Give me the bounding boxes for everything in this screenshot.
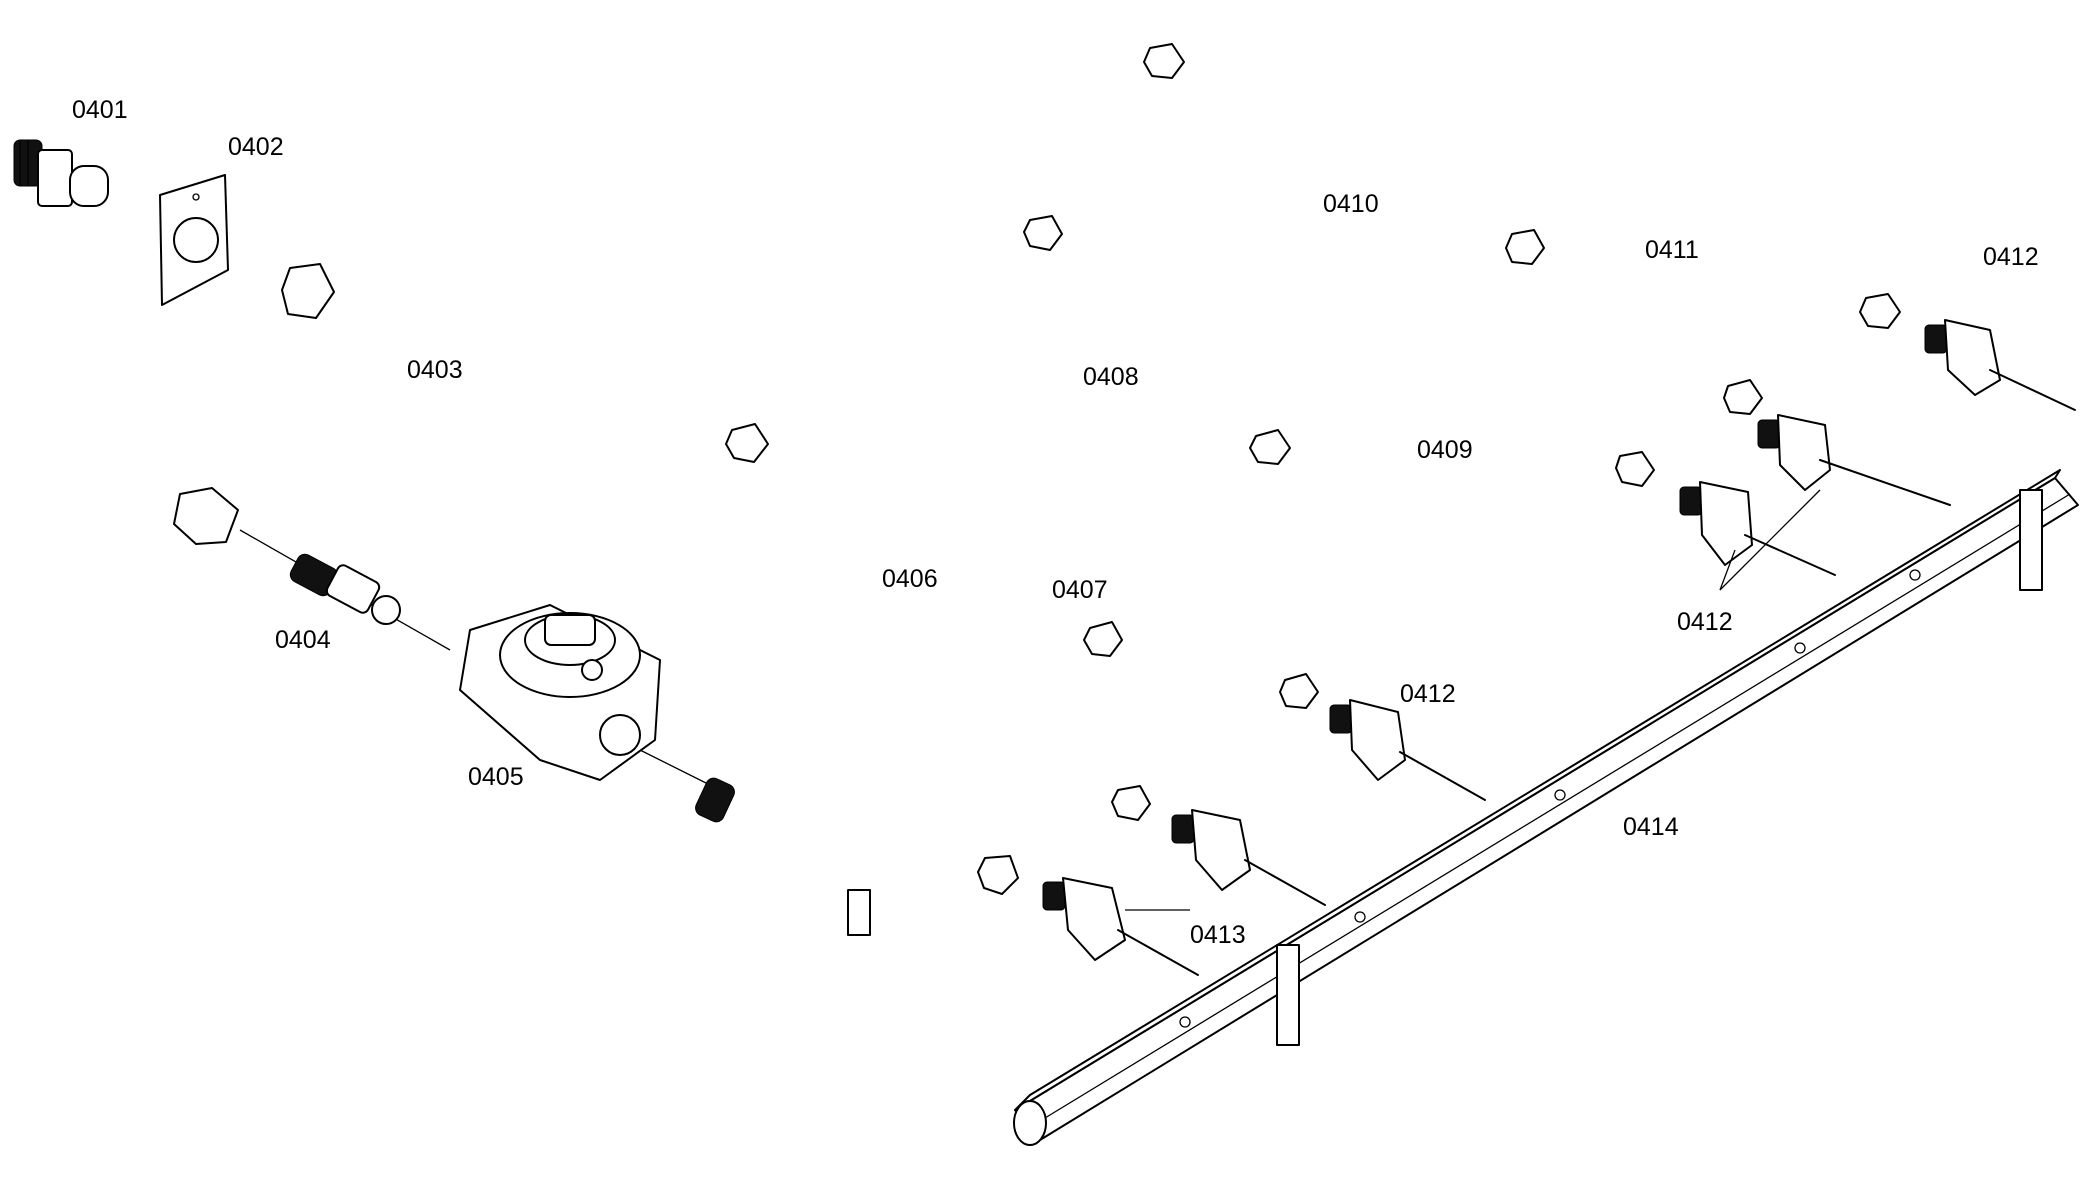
label-0410: 0410: [1323, 190, 1379, 218]
part-0407-pipe: [1050, 614, 1154, 821]
label-0403: 0403: [407, 356, 463, 384]
part-0413-valve-upper: [1171, 809, 1326, 906]
part-0410-pipe: [1131, 43, 1763, 415]
label-0412-top: 0412: [1983, 243, 2039, 271]
label-0408: 0408: [1083, 363, 1139, 391]
part-0411-pipe: [1486, 229, 1901, 329]
part-0401-fitting: [13, 139, 109, 207]
label-0402: 0402: [228, 133, 284, 161]
part-0403-flex-hose: [137, 263, 376, 545]
label-0414: 0414: [1623, 813, 1679, 841]
label-0412-center: 0412: [1400, 680, 1456, 708]
part-0412-valve-mid-upper: [1757, 414, 1951, 506]
label-0411: 0411: [1645, 236, 1699, 264]
label-0401: 0401: [72, 96, 128, 124]
label-0406: 0406: [882, 565, 938, 593]
part-0412-valve-mid-lower: [1679, 481, 1836, 591]
part-main-tube: [695, 777, 1114, 1073]
label-0404: 0404: [275, 626, 331, 654]
label-0405: 0405: [468, 763, 524, 791]
part-0404-nipple: [239, 529, 451, 651]
part-0409-pipe: [1249, 391, 1655, 487]
part-0408-pipe: [981, 215, 1319, 709]
part-0412-valve-top: [1924, 319, 2076, 411]
part-labels: 0401 0402 0403 0404 0405 0406 0407 0408 …: [72, 96, 2039, 949]
part-0412-valve-center: [1329, 699, 1486, 801]
part-0406-pipe: [725, 395, 1019, 895]
label-0412-mid: 0412: [1677, 608, 1733, 636]
part-0413-valve-lower: [1042, 877, 1199, 976]
label-0413: 0413: [1190, 921, 1246, 949]
label-0409: 0409: [1417, 436, 1473, 464]
part-0414-manifold-rail: [1013, 469, 2079, 1146]
part-0402-bracket: [159, 174, 229, 306]
part-0405-regulator: [459, 604, 721, 791]
label-0407: 0407: [1052, 576, 1108, 604]
